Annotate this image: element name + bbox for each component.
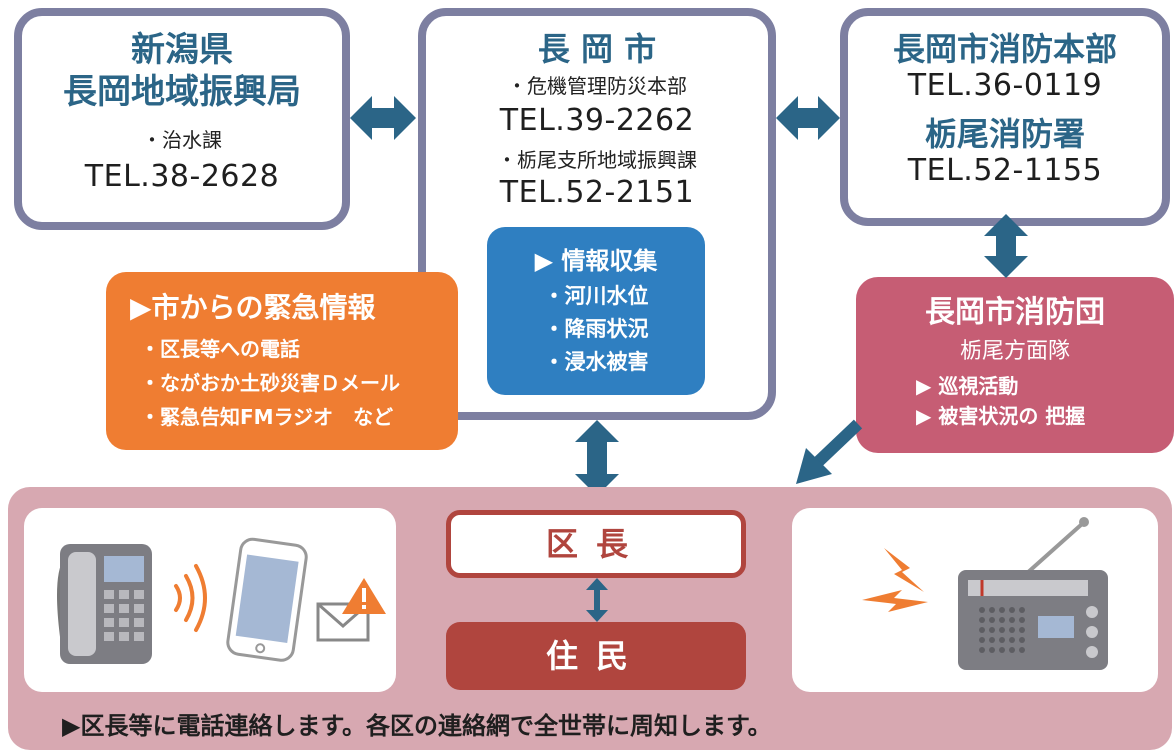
brigade-subtitle: 栃尾方面隊 xyxy=(959,339,1070,364)
radio-panel xyxy=(792,508,1158,692)
niigata-dept: ・治水課 xyxy=(142,128,222,152)
fire-station-tel: TEL.52-1155 xyxy=(907,153,1103,188)
info-collection-box: ▶ 情報収集 ・河川水位 ・降雨状況 ・浸水被害 xyxy=(487,227,705,395)
niigata-title-line2: 長岡地域振興局 xyxy=(63,72,301,112)
emergency-item: ・区長等への電話 xyxy=(140,337,300,361)
niigata-tel: TEL.38-2628 xyxy=(84,159,280,194)
arrow-brigade-bottom-head xyxy=(796,448,832,484)
niigata-box: 新潟県 長岡地域振興局 ・治水課 TEL.38-2628 xyxy=(14,8,350,230)
arrow-nagaoka-bottom xyxy=(575,420,619,496)
signal-waves-icon xyxy=(174,564,207,632)
radio-icon xyxy=(958,517,1108,670)
nagaoka-title: 長 岡 市 xyxy=(537,30,657,68)
nagaoka-tel2: TEL.52-2151 xyxy=(499,175,695,210)
desk-phone-icon xyxy=(57,544,152,664)
nagaoka-dept2: ・栃尾支所地域振興課 xyxy=(497,148,697,172)
fire-station-title: 栃尾消防署 xyxy=(924,115,1085,153)
brigade-item: ▶ 巡視活動 xyxy=(916,374,1019,398)
jumin-box: 住民 xyxy=(446,622,746,690)
info-item: ・河川水位 xyxy=(543,284,649,308)
brigade-item: ▶ 被害状況の 把握 xyxy=(916,404,1086,428)
brigade-title: 長岡市消防団 xyxy=(925,295,1105,330)
radio-illustration xyxy=(862,517,1108,670)
lightning-icon xyxy=(862,548,928,612)
info-title: ▶ 情報収集 xyxy=(534,247,658,275)
emergency-info-box: ▶市からの緊急情報 ・区長等への電話 ・ながおか土砂災害Ｄメール ・緊急告知FM… xyxy=(106,272,458,450)
fire-hq-title: 長岡市消防本部 xyxy=(892,30,1117,68)
info-item: ・浸水被害 xyxy=(543,350,649,374)
nagaoka-dept1: ・危機管理防災本部 xyxy=(507,74,687,98)
smartphone-icon xyxy=(226,537,308,662)
arrow-kucho-jumin xyxy=(586,578,608,622)
niigata-title-line1: 新潟県 xyxy=(131,30,233,70)
footer-note: ▶区長等に電話連絡します。各区の連絡網で全世帯に周知します。 xyxy=(62,712,772,740)
kucho-box: 区長 xyxy=(446,510,746,578)
emergency-item: ・緊急告知FMラジオ など xyxy=(140,405,394,429)
info-item: ・降雨状況 xyxy=(543,317,649,341)
arrow-niigata-nagaoka xyxy=(350,96,416,140)
fire-hq-box: 長岡市消防本部 TEL.36-0119 栃尾消防署 TEL.52-1155 xyxy=(840,8,1170,226)
fire-hq-tel: TEL.36-0119 xyxy=(907,68,1103,103)
phone-illustrations xyxy=(57,537,386,664)
nagaoka-tel1: TEL.39-2262 xyxy=(499,103,695,138)
emergency-item: ・ながおか土砂災害Ｄメール xyxy=(140,371,400,395)
warning-icon xyxy=(342,578,386,614)
fire-brigade-box: 長岡市消防団 栃尾方面隊 ▶ 巡視活動 ▶ 被害状況の 把握 xyxy=(856,277,1174,453)
arrow-brigade-bottom-shaft xyxy=(813,419,863,467)
arrow-fire-brigade xyxy=(984,214,1028,278)
emergency-title: ▶市からの緊急情報 xyxy=(130,291,376,324)
phones-panel xyxy=(24,508,396,692)
arrow-nagaoka-fire xyxy=(776,96,840,140)
